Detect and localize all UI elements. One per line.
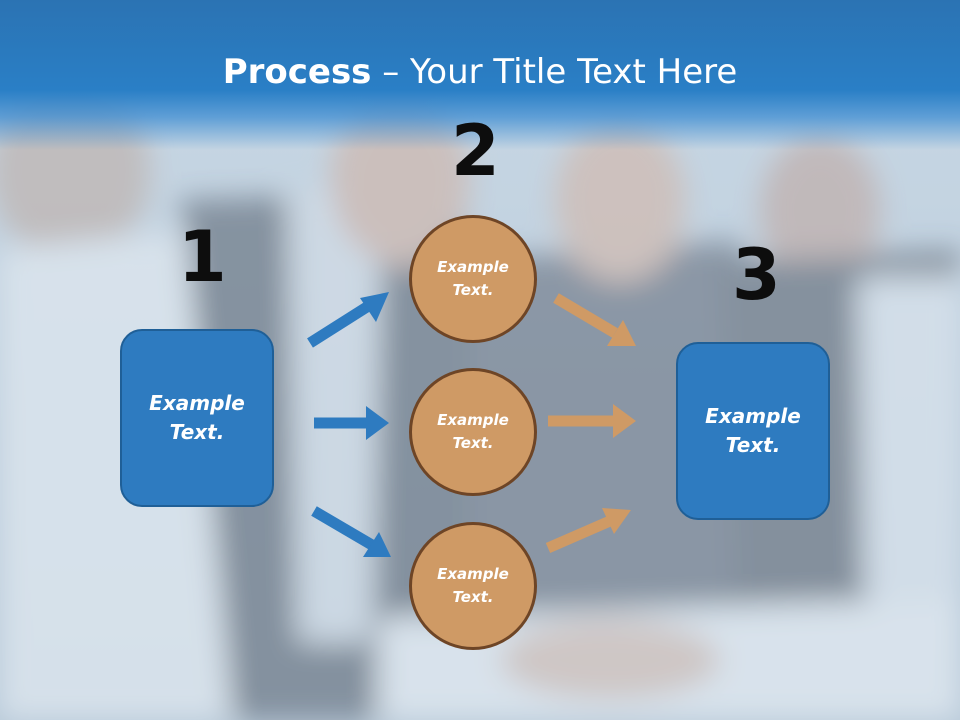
step-number-2: 2 xyxy=(451,110,500,192)
title-bold: Process xyxy=(222,52,372,92)
right-arrow-icon xyxy=(553,293,636,346)
right-arrow-icon xyxy=(307,292,389,348)
step-2-label-top: Example Text. xyxy=(437,258,509,299)
title-bar xyxy=(0,0,960,150)
step-number-3: 3 xyxy=(732,234,781,316)
step-1-label: Example Text. xyxy=(149,391,245,444)
right-arrow-icon xyxy=(314,406,389,440)
step-number-1: 1 xyxy=(178,216,227,298)
step-3-box: Example Text. xyxy=(676,342,830,520)
step-2-label-middle: Example Text. xyxy=(437,411,509,452)
right-arrow-icon xyxy=(545,508,631,554)
step-2-label-bottom: Example Text. xyxy=(437,565,509,606)
step-2-circle-bottom: Example Text. xyxy=(409,522,537,650)
step-2-circle-top: Example Text. xyxy=(409,215,537,343)
right-arrow-icon xyxy=(311,506,391,557)
step-2-circle-middle: Example Text. xyxy=(409,368,537,496)
right-arrow-icon xyxy=(548,404,636,438)
title-rest: – Your Title Text Here xyxy=(371,52,738,92)
step-3-label: Example Text. xyxy=(705,404,801,457)
slide-title: Process – Your Title Text Here xyxy=(0,52,960,92)
step-1-box: Example Text. xyxy=(120,329,274,507)
